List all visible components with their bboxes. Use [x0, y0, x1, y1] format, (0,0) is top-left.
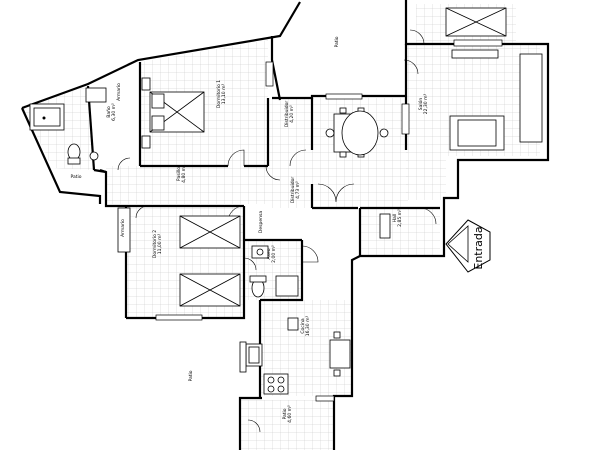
room-label-aseo: Aseo 2,00 m² — [266, 245, 277, 263]
room-area: 6,30 m² — [111, 103, 117, 121]
room-name: Patio — [334, 36, 340, 47]
windows — [155, 39, 503, 402]
room-label-distribuidor-2: Distribuidor 4,73 m² — [290, 177, 301, 203]
room-area: 4,60 m² — [287, 405, 293, 423]
room-label-armario-2: Armario — [120, 219, 126, 237]
room-label-armario-1: Armario — [116, 83, 122, 101]
room-label-bano: Baño 6,30 m² — [106, 103, 117, 121]
room-area: 22,30 m² — [423, 94, 429, 115]
room-name: Hall — [392, 214, 398, 223]
room-name: Armario — [120, 219, 126, 237]
outer-walls — [20, 0, 550, 450]
room-label-patio-2: Patio — [188, 370, 194, 381]
room-name: Dormitorio 1 — [216, 80, 222, 108]
room-name: Cocina — [300, 318, 306, 333]
room-label-patio-3: Patio 4,60 m² — [282, 405, 293, 423]
room-name: Baño — [106, 106, 112, 118]
room-name: Salón — [417, 98, 424, 111]
room-label-dormitorio-2: Dormitorio 2 11,00 m² — [152, 230, 163, 258]
room-label-hall: Hall 2,85 m² — [392, 209, 403, 227]
room-name: Distribuidor — [284, 101, 290, 127]
room-label-salon: Salón 22,30 m² — [417, 94, 429, 115]
room-label-patio-1: Patio — [334, 36, 340, 47]
doors — [117, 29, 437, 433]
room-label-despensa: Despensa — [258, 211, 264, 233]
room-area: 4,20 m² — [289, 105, 295, 123]
room-label-cocina: Cocina 16,30 m² — [300, 316, 311, 337]
room-label-distribuidor-1: Distribuidor 4,20 m² — [284, 101, 295, 127]
room-name: Pasillo — [176, 167, 182, 181]
room-name: Dormitorio 2 — [152, 230, 158, 258]
room-area: 11,00 m² — [157, 234, 163, 255]
room-labels: Baño 6,30 m² Armario Dormitorio 1 13,10 … — [70, 36, 429, 423]
room-area: 16,30 m² — [305, 316, 311, 337]
room-name: Despensa — [258, 211, 264, 233]
entrance-arrow — [445, 219, 491, 273]
room-name: Distribuidor — [290, 177, 296, 203]
furniture — [29, 7, 543, 395]
room-name: Patio — [70, 174, 81, 180]
entrance-label: Entrada — [472, 226, 485, 269]
room-area: 4,80 m² — [181, 165, 187, 183]
room-area: 13,10 m² — [221, 84, 227, 105]
room-name: Aseo — [266, 248, 272, 259]
room-label-dormitorio-1: Dormitorio 1 13,10 m² — [216, 80, 227, 108]
room-area: 4,73 m² — [295, 181, 301, 199]
room-name: Armario — [116, 83, 122, 101]
room-area: 2,85 m² — [397, 209, 403, 227]
room-area: 2,00 m² — [271, 245, 277, 263]
room-label-pasillo: Pasillo 4,80 m² — [176, 165, 187, 183]
room-name: Patio — [282, 408, 288, 419]
room-name: Patio — [188, 370, 194, 381]
room-label-patio-4: Patio — [70, 174, 81, 180]
